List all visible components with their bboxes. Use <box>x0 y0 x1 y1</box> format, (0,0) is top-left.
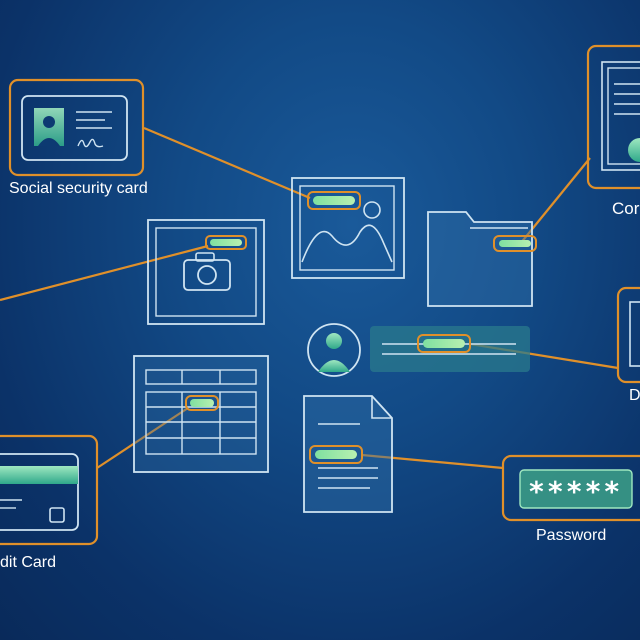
social-security-card-label: Social security card <box>9 180 148 197</box>
folder-icon <box>427 211 537 307</box>
social-security-card <box>8 78 145 177</box>
file-icon <box>303 395 393 513</box>
id-card-icon <box>21 95 128 161</box>
document-box <box>616 286 640 384</box>
camera-icon <box>183 252 231 291</box>
password-mask: ***** <box>528 475 623 508</box>
image-icon <box>299 185 395 271</box>
password-box <box>501 454 640 522</box>
user-data-field <box>370 326 530 372</box>
contract-label: Cor <box>612 199 640 218</box>
credit-card-label: dit Card <box>0 554 57 571</box>
contract-icon <box>601 61 640 171</box>
image-frame <box>291 177 405 279</box>
spreadsheet-icon <box>133 355 269 473</box>
credit-card-icon <box>0 453 79 531</box>
document-label: D <box>629 387 640 404</box>
user-avatar-icon <box>307 323 361 377</box>
credit-card-box <box>0 434 99 546</box>
camera-frame <box>147 219 265 325</box>
password-label: Password <box>536 527 607 544</box>
contract-document <box>586 44 640 190</box>
